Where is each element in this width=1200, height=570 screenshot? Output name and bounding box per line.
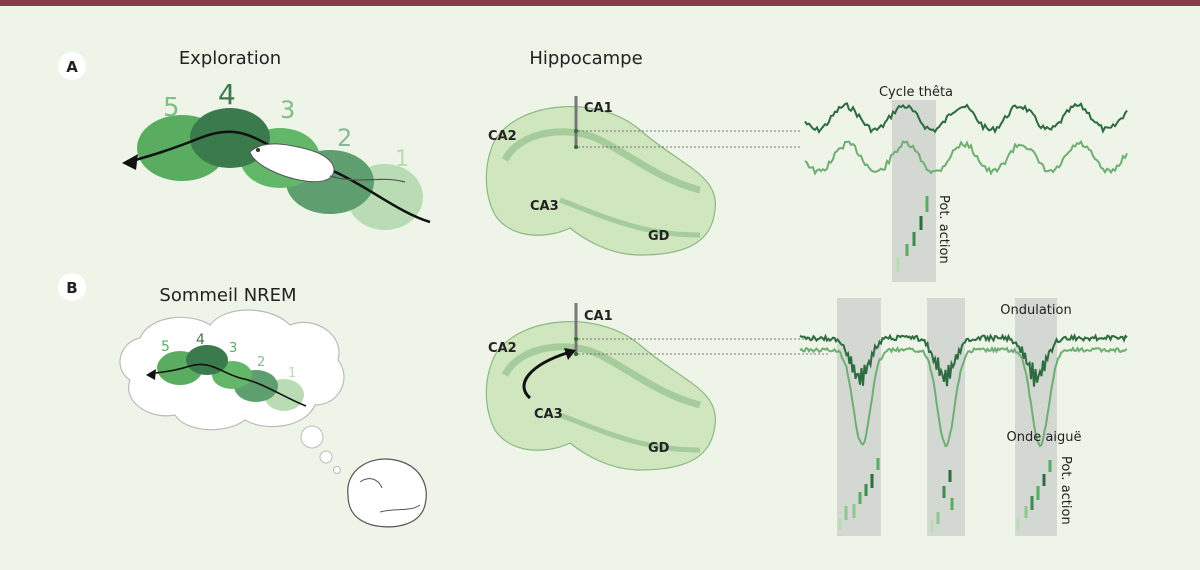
sleep-field-4 <box>186 345 228 375</box>
sleep-number-3: 3 <box>229 341 237 356</box>
hippocampe-title: Hippocampe <box>529 48 642 69</box>
recording-site-b1 <box>574 337 578 341</box>
onde-aigue-label: Onde aiguë <box>1007 430 1082 445</box>
sommeil-title: Sommeil NREM <box>159 285 296 306</box>
region-gd-a: GD <box>648 229 670 244</box>
sharp-wave-trace <box>799 345 1128 448</box>
panel-a-badge <box>58 52 86 80</box>
hippocampus-body-b <box>485 321 716 471</box>
hippocampus-a <box>485 96 800 256</box>
hippocampus-body-a <box>485 106 716 256</box>
trajectory-line-b <box>149 363 307 407</box>
recording-site-a2 <box>574 145 578 149</box>
ca3-to-ca1-arrowhead <box>564 348 576 360</box>
panel-b-letter: B <box>66 279 77 297</box>
pot-action-label-a: Pot. action <box>936 195 951 264</box>
region-ca3-b: CA3 <box>534 407 563 422</box>
region-ca3-a: CA3 <box>530 199 559 214</box>
sleep-number-5: 5 <box>161 339 170 355</box>
rat-icon <box>249 143 406 183</box>
panel-a-letter: A <box>66 58 78 76</box>
sleep-number-2: 2 <box>257 355 265 370</box>
recording-site-a1 <box>574 129 578 133</box>
ripple-band-2 <box>927 298 965 536</box>
gd-band-b <box>559 412 701 453</box>
trajectory-arrow-a <box>122 154 138 170</box>
field-number-3: 3 <box>280 96 295 124</box>
region-gd-b: GD <box>648 441 670 456</box>
ondulation-label: Ondulation <box>1000 303 1071 318</box>
sleeping-mouse-icon <box>347 458 427 528</box>
ripple-band-3 <box>1015 298 1057 536</box>
ca-band-b <box>501 343 701 409</box>
ca3-to-ca1-arrow <box>522 350 571 400</box>
thought-bubble-1 <box>300 425 324 449</box>
field-number-4: 4 <box>218 78 236 111</box>
theta-trace-ca1-deep <box>804 139 1128 176</box>
sleep-number-4: 4 <box>196 332 205 348</box>
trajectory-arrow-b <box>146 369 156 380</box>
recording-site-b2 <box>574 352 578 356</box>
panel-b: B Sommeil NREM 5 4 3 2 1 <box>58 273 427 528</box>
panel-a: A Exploration 5 4 3 2 1 <box>58 48 431 230</box>
region-ca2-b: CA2 <box>488 341 517 356</box>
panel-b-badge <box>58 273 86 301</box>
ripple-trace-ca1 <box>799 332 1128 387</box>
spike-raster-b <box>838 458 1052 532</box>
thought-bubble-3 <box>333 466 341 474</box>
region-ca1-a: CA1 <box>584 101 613 116</box>
field-number-5: 5 <box>163 93 180 123</box>
sleep-number-1: 1 <box>288 366 296 381</box>
theta-highlight-band <box>892 100 936 282</box>
theta-trace-ca1 <box>804 102 1128 135</box>
hippocampus-b <box>485 303 830 471</box>
thought-bubble-2 <box>319 450 333 464</box>
field-number-1: 1 <box>395 147 409 172</box>
ca-band-a <box>501 128 701 194</box>
spike-raster-a <box>896 196 929 272</box>
cycle-theta-label: Cycle thêta <box>879 85 953 100</box>
top-border <box>0 0 1200 6</box>
gd-band-a <box>559 197 701 238</box>
exploration-title: Exploration <box>179 48 281 69</box>
pot-action-label-b: Pot. action <box>1058 456 1073 525</box>
region-ca2-a: CA2 <box>488 129 517 144</box>
field-number-2: 2 <box>337 124 352 152</box>
region-ca1-b: CA1 <box>584 309 613 324</box>
